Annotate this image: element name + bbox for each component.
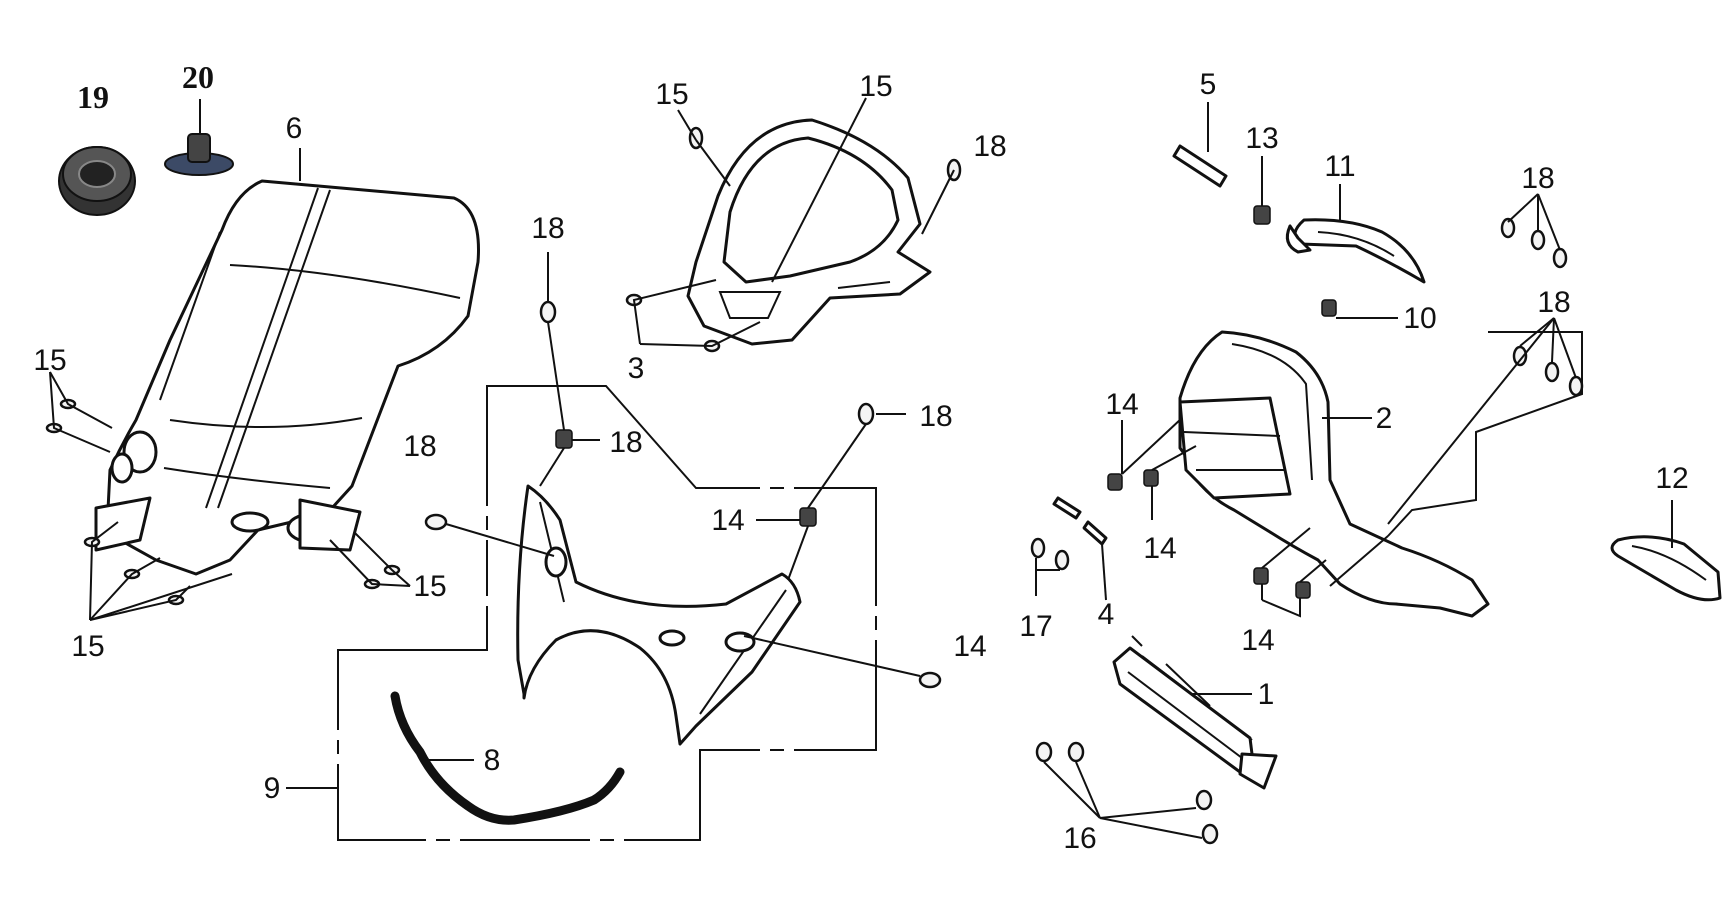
callout-18-below-3: 3: [628, 352, 645, 385]
callout-4: 4: [1098, 598, 1115, 631]
callout-14-middle: 14: [711, 504, 744, 537]
group-9-frame: [335, 385, 879, 843]
callout-19: 19: [77, 79, 109, 115]
callout-14-below-2: 14: [1241, 624, 1274, 657]
callout-14-left-of-2: 14: [1105, 388, 1138, 421]
part-4-17-fasteners: [1030, 496, 1108, 571]
callout-15-right-bottom: 14: [953, 630, 986, 663]
callout-15-right-of-6: 15: [413, 570, 446, 603]
callout-18-right-of-3: 18: [973, 130, 1006, 163]
callout-16: 16: [1063, 822, 1096, 855]
callout-18-right-of-2: 18: [1537, 286, 1570, 319]
callout-9: 9: [264, 772, 281, 805]
part-11-indicator: [1285, 218, 1426, 284]
part-3-screws: [625, 126, 962, 353]
part-3-headlight-trim: [686, 118, 932, 346]
callout-6: 6: [286, 112, 303, 145]
callout-13: 13: [1245, 122, 1278, 155]
part-2-lower-strip: [1329, 331, 1584, 587]
part-8-stay: [390, 691, 625, 825]
part-12-reflector: [1610, 535, 1722, 602]
part-1-duct: [1112, 635, 1278, 790]
part-13-nut: [1253, 205, 1271, 225]
callout-1: 1: [1258, 678, 1275, 711]
callout-11: 11: [1324, 150, 1355, 183]
callout-14-below-left-of-2: 14: [1143, 532, 1176, 565]
part-2-clips: [1107, 469, 1311, 599]
callout-18-top-of-9: 18: [531, 212, 564, 245]
callout-18-upper-right: 18: [1521, 162, 1554, 195]
part-2-inner-cover: [1178, 330, 1490, 618]
part-20-rivet: [164, 133, 234, 176]
callout-15-bottom-left: 15: [71, 630, 104, 663]
callout-3: 15: [859, 70, 892, 103]
callout-8: 8: [484, 744, 501, 777]
inner-cover: [516, 484, 802, 746]
callout-12: 12: [1655, 462, 1688, 495]
part-16-screws: [1035, 741, 1219, 845]
part-6-windscreen: [94, 179, 480, 576]
callout-17: 17: [1019, 610, 1052, 643]
callout-20: 20: [182, 59, 214, 95]
callout-14-upper: 18: [609, 426, 642, 459]
part-5-pin: [1172, 144, 1228, 188]
callout-5: 5: [1200, 68, 1217, 101]
callout-18-right-of-9: 18: [919, 400, 952, 433]
callout-15-top-left: 15: [33, 344, 66, 377]
callout-18-above-3: 15: [655, 78, 688, 111]
callout-10: 10: [1403, 302, 1436, 335]
part-10-nut: [1321, 299, 1337, 317]
callout-2: 2: [1376, 402, 1393, 435]
callout-15-left-of-9: 18: [403, 430, 436, 463]
part-19-grommet: [58, 146, 136, 216]
